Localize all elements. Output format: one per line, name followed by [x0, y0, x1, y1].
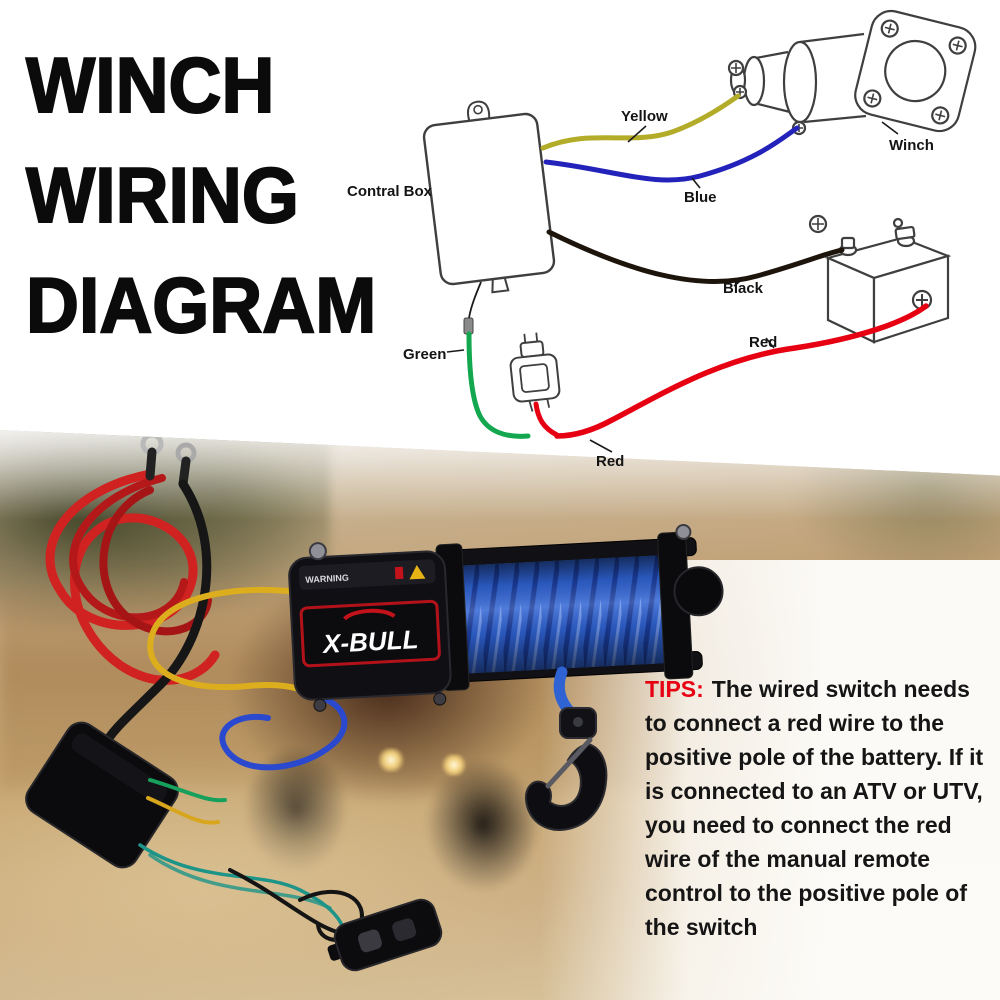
warning-red-mark — [394, 566, 404, 580]
product-illustration: WARNING X-BULL — [25, 432, 724, 972]
diagram-red-wire-battery — [554, 303, 929, 439]
winch-motor-drawing — [727, 9, 977, 136]
battery-terminal-positive — [892, 217, 916, 248]
diagram-green-wire — [466, 331, 531, 439]
title-line-3: DIAGRAM — [25, 260, 377, 350]
mount-bolt-left — [313, 698, 327, 712]
hook-safety-latch — [545, 737, 593, 789]
yellow-harness-wire — [147, 587, 335, 696]
yellow-wire-label: Yellow — [621, 108, 668, 125]
black-wire-label: Black — [723, 280, 764, 297]
winch-assembly: WARNING X-BULL — [288, 524, 724, 712]
label-leader-lines — [446, 121, 899, 453]
control-box-drawing — [422, 100, 556, 294]
black-power-wire — [99, 479, 212, 751]
battery-terminal-negative — [838, 236, 858, 257]
top-bolt-right — [675, 524, 692, 541]
top-bolt-left — [308, 542, 327, 561]
diagram-blue-wire — [543, 125, 800, 183]
red-battery-wire-label: Red — [749, 334, 778, 351]
solenoid-control-box — [25, 721, 179, 869]
remote-button-out — [392, 918, 417, 942]
winch-hook — [524, 707, 608, 831]
brand-plate — [299, 599, 441, 668]
warning-triangle-icon — [409, 565, 426, 580]
control-box-lead — [468, 281, 482, 319]
title-line-2: WIRING — [25, 150, 300, 240]
diagram-black-wire — [546, 229, 845, 284]
red-switch-wire-label: Red — [596, 453, 625, 470]
diagram-yellow-wire — [540, 93, 741, 151]
blue-wire-label: Blue — [684, 189, 717, 206]
diagram-red-wire-switch — [533, 401, 560, 438]
control-box-pigtails — [146, 778, 227, 825]
page-title: WINCH WIRING DIAGRAM — [25, 30, 399, 360]
remote-button-in — [357, 929, 382, 953]
tips-label: TIPS: — [645, 676, 704, 702]
control-box-label: Contral Box — [347, 183, 433, 200]
blue-harness-wire — [219, 693, 348, 771]
warning-label-text: WARNING — [305, 573, 349, 585]
tips-body-text: The wired switch needs to connect a red … — [645, 676, 984, 940]
wired-remote-control — [327, 898, 443, 972]
brand-text: X-BULL — [320, 624, 419, 659]
switch-drawing — [509, 332, 561, 412]
battery-drawing — [808, 214, 952, 344]
green-wire-label: Green — [403, 346, 447, 363]
wiring-diagram — [422, 9, 977, 453]
clutch-knob — [673, 566, 724, 617]
title-line-1: WINCH — [25, 40, 275, 130]
winch-label: Winch — [889, 137, 934, 154]
bull-horns-logo — [343, 608, 396, 621]
mount-bolt-right — [433, 692, 447, 706]
product-photo: WARNING X-BULL — [0, 430, 1000, 1000]
tips-paragraph: TIPS:The wired switch needs to connect a… — [645, 672, 987, 944]
drum-shading — [458, 555, 669, 674]
flange-bolts — [863, 19, 967, 125]
